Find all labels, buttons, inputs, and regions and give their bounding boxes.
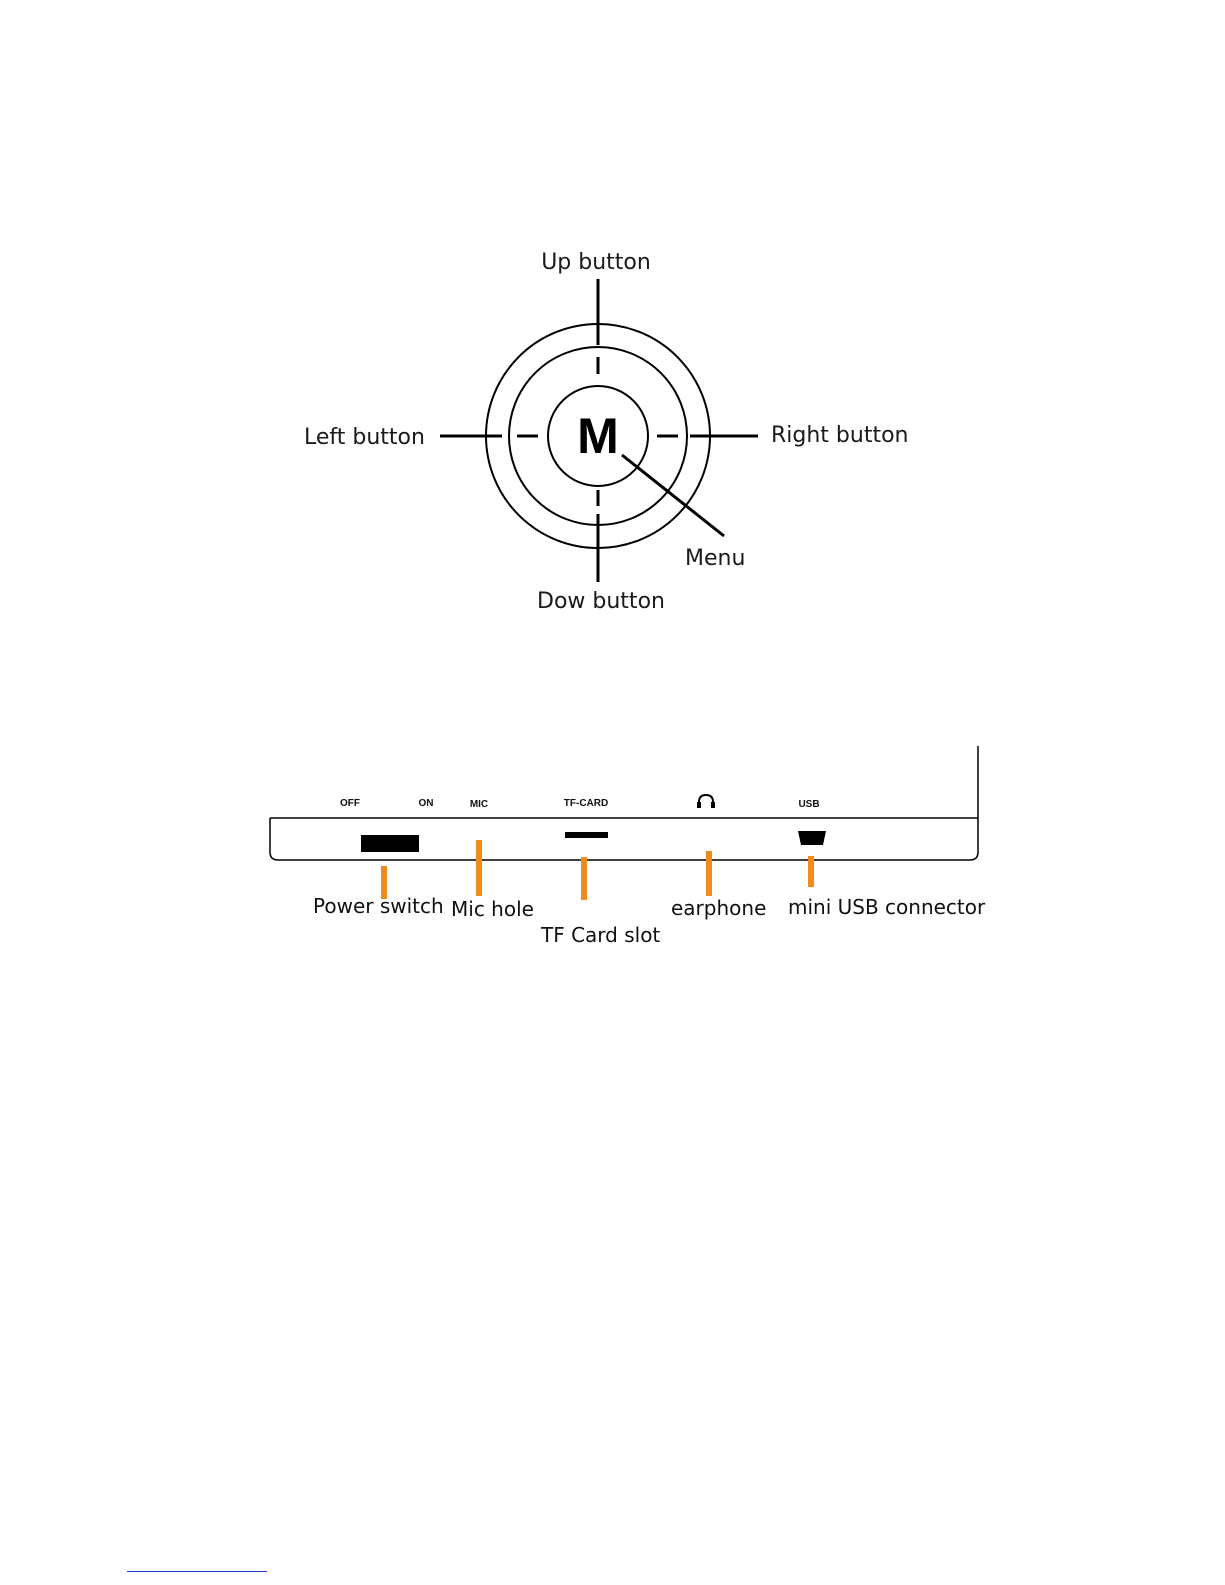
up-button-label: Up button xyxy=(541,250,651,275)
right-button-label: Right button xyxy=(771,423,909,448)
tf-card-label: TF-CARD xyxy=(564,798,608,809)
mic-hole-callout-bar xyxy=(476,840,482,896)
dpad-diagram: M Up button Left button Right button Men… xyxy=(0,0,1225,700)
tf-card-slot-label: TF Card slot xyxy=(540,923,660,947)
tf-card-callout-bar xyxy=(581,857,587,900)
tf-card-slot xyxy=(565,832,608,838)
left-button-label: Left button xyxy=(304,425,425,450)
menu-label: Menu xyxy=(685,546,745,571)
earphone-callout-bar xyxy=(706,851,712,896)
side-panel-diagram: OFF ON MIC TF-CARD USB Power switch Mic … xyxy=(0,730,1225,990)
menu-button-letter: M xyxy=(577,408,619,464)
mini-usb-connector-label: mini USB connector xyxy=(788,895,986,919)
footnote-separator xyxy=(127,1571,267,1572)
earphone-label: earphone xyxy=(671,896,766,920)
mini-usb-callout-bar xyxy=(808,856,814,887)
off-label: OFF xyxy=(340,798,360,809)
usb-label: USB xyxy=(798,799,819,810)
power-switch xyxy=(361,835,419,852)
mic-label: MIC xyxy=(470,799,488,810)
headphone-icon xyxy=(697,795,715,808)
on-label: ON xyxy=(419,798,434,809)
down-button-label: Dow button xyxy=(537,589,665,614)
mini-usb-port xyxy=(798,831,826,845)
power-switch-label: Power switch xyxy=(313,894,444,918)
menu-leader-line xyxy=(622,455,724,536)
mic-hole-label: Mic hole xyxy=(451,897,534,921)
